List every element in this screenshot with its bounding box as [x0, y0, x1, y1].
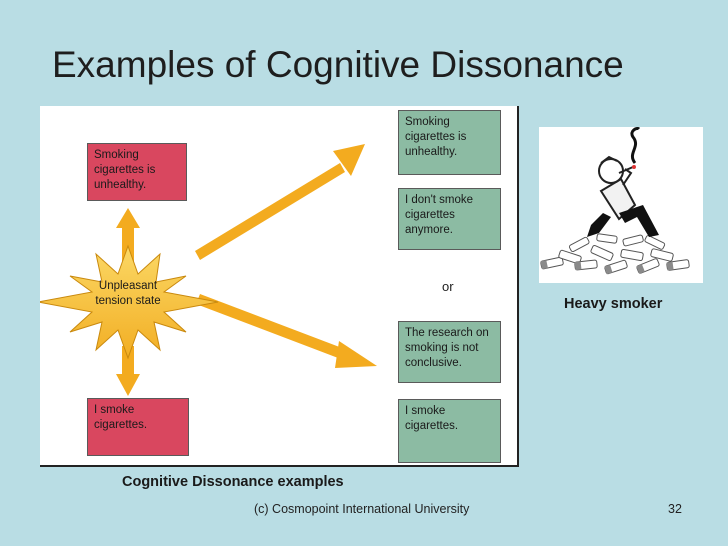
slide-footer: (c) Cosmopoint International University …	[254, 502, 473, 516]
resolution1-behavior-box: I don't smoke cigarettes anymore.	[398, 188, 501, 250]
belief-box-unhealthy: Smoking cigarettes is unhealthy.	[87, 143, 187, 201]
resolution2-behavior-box: I smoke cigarettes.	[398, 399, 501, 463]
diagonal-arrow-down	[196, 294, 377, 368]
diagram-graphics	[40, 144, 377, 396]
heavy-smoker-icon	[540, 127, 690, 275]
diagonal-arrow-up	[195, 144, 365, 260]
resolution2-belief-box: The research on smoking is not conclusiv…	[398, 321, 501, 383]
vertical-double-arrow	[116, 208, 140, 396]
page-number: 32	[668, 502, 682, 516]
slide-title: Examples of Cognitive Dissonance	[52, 44, 624, 85]
dissonance-diagram: Smoking cigarettes is unhealthy. I smoke…	[40, 106, 519, 467]
illustration-caption: Heavy smoker	[564, 296, 663, 312]
burst-label: Unpleasant tension state	[95, 280, 161, 307]
tension-starburst	[40, 244, 219, 360]
diagram-caption: Cognitive Dissonance examples	[122, 474, 344, 490]
behavior-box-smoke: I smoke cigarettes.	[87, 398, 189, 456]
or-label: or	[442, 279, 454, 294]
heavy-smoker-illustration	[539, 127, 703, 283]
resolution1-belief-box: Smoking cigarettes is unhealthy.	[398, 110, 501, 175]
